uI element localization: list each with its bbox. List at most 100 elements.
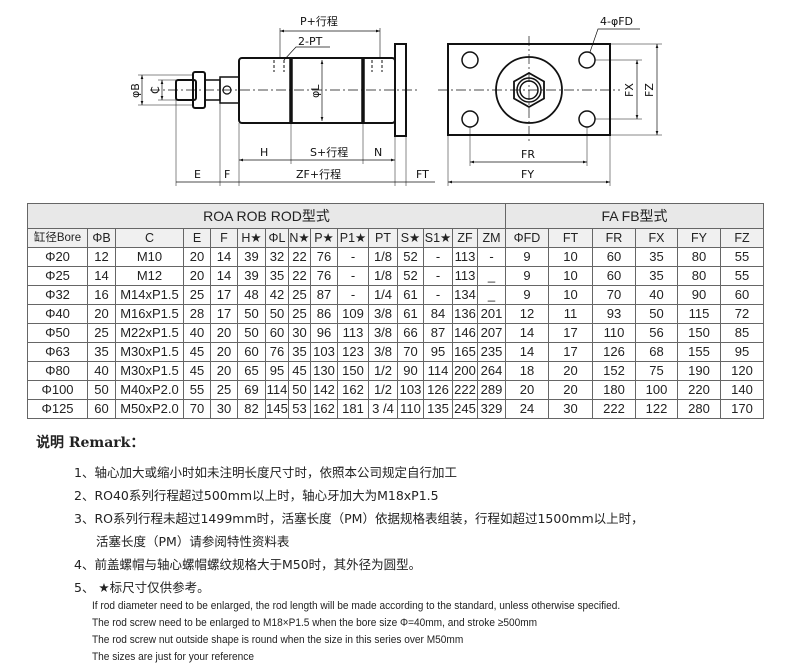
column-header: FT <box>548 228 593 248</box>
column-header: FY <box>677 228 721 248</box>
table-cell: 95 <box>423 342 453 362</box>
label-zf-stroke: ZF+行程 <box>296 168 341 181</box>
column-header: P★ <box>310 228 338 248</box>
table-cell: 220 <box>677 380 721 400</box>
table-cell: M12 <box>115 266 184 286</box>
table-cell: 75 <box>635 361 678 381</box>
remark-cn-3-continued: 活塞长度（PM）请参阅特性资料表 <box>96 534 290 549</box>
table-cell: 12 <box>87 247 116 267</box>
table-cell: 113 <box>452 247 478 267</box>
table-cell: 60 <box>87 399 116 419</box>
table-cell: 103 <box>310 342 338 362</box>
table-cell: 115 <box>677 304 721 324</box>
table-cell: 190 <box>677 361 721 381</box>
table-cell: 45 <box>288 361 311 381</box>
table-cell: 76 <box>310 266 338 286</box>
label-fz: FZ <box>643 83 656 97</box>
remark-cn-3: 3、RO系列行程未超过1499mm时，活塞长度（PM）依据规格表组装，行程如超过… <box>74 511 644 526</box>
remark-en-1: If rod diameter need to be enlarged, the… <box>92 600 621 612</box>
table-cell: 66 <box>397 323 424 343</box>
table-cell: 109 <box>337 304 369 324</box>
column-header: PT <box>368 228 398 248</box>
table-cell: 68 <box>635 342 678 362</box>
label-f: F <box>224 168 230 181</box>
table-cell: 113 <box>452 266 478 286</box>
table-cell: 9 <box>505 285 549 305</box>
table-cell: 20 <box>210 361 238 381</box>
table-cell: Φ20 <box>27 247 88 267</box>
table-cell: - <box>423 266 453 286</box>
table-cell: 50 <box>87 380 116 400</box>
table-cell: 10 <box>548 266 593 286</box>
table-cell: 1/8 <box>368 247 398 267</box>
column-header: FR <box>592 228 636 248</box>
table-cell: 165 <box>452 342 478 362</box>
label-4-phi-fd: 4-φFD <box>600 15 633 28</box>
table-cell: 3/8 <box>368 342 398 362</box>
table-cell: 30 <box>210 399 238 419</box>
table-cell: 103 <box>397 380 424 400</box>
remark-cn-1: 1、轴心加大或缩小时如未注明长度尺寸时，依照本公司规定自行加工 <box>74 465 457 480</box>
table-cell: 142 <box>310 380 338 400</box>
table-cell: 20 <box>548 380 593 400</box>
table-cell: _ <box>477 266 506 286</box>
table-cell: 95 <box>720 342 764 362</box>
table-cell: 122 <box>635 399 678 419</box>
remark-cn-5: 5、 ★标尺寸仅供参考。 <box>74 580 210 595</box>
group-header-rod: ROA ROB ROD型式 <box>27 203 506 229</box>
table-cell: Φ125 <box>27 399 88 419</box>
table-cell: 35 <box>87 342 116 362</box>
table-cell: 87 <box>310 285 338 305</box>
table-cell: 14 <box>210 247 238 267</box>
table-cell: 55 <box>183 380 211 400</box>
table-cell: 1/2 <box>368 361 398 381</box>
table-cell: M50xP2.0 <box>115 399 184 419</box>
table-cell: 48 <box>237 285 266 305</box>
table-cell: 53 <box>288 399 311 419</box>
table-cell: 114 <box>265 380 289 400</box>
table-cell: 40 <box>87 361 116 381</box>
table-cell: 245 <box>452 399 478 419</box>
column-header: C <box>115 228 184 248</box>
table-cell: M14xP1.5 <box>115 285 184 305</box>
table-cell: 42 <box>265 285 289 305</box>
table-cell: 200 <box>452 361 478 381</box>
table-cell: 56 <box>635 323 678 343</box>
table-cell: - <box>337 285 369 305</box>
column-header: S1★ <box>423 228 453 248</box>
table-cell: 222 <box>592 399 636 419</box>
table-cell: 120 <box>720 361 764 381</box>
table-cell: 96 <box>310 323 338 343</box>
table-cell: 17 <box>548 342 593 362</box>
table-cell: 146 <box>452 323 478 343</box>
table-cell: M40xP2.0 <box>115 380 184 400</box>
table-cell: 35 <box>635 266 678 286</box>
table-cell: - <box>337 247 369 267</box>
table-cell: 123 <box>337 342 369 362</box>
table-cell: 35 <box>265 266 289 286</box>
table-cell: M30xP1.5 <box>115 342 184 362</box>
table-cell: 181 <box>337 399 369 419</box>
column-header: 缸径Bore <box>27 228 88 248</box>
table-cell: 14 <box>87 266 116 286</box>
table-cell: 235 <box>477 342 506 362</box>
label-fx: FX <box>623 83 636 97</box>
table-cell: 84 <box>423 304 453 324</box>
table-cell: 14 <box>505 323 549 343</box>
table-cell: 85 <box>720 323 764 343</box>
column-header: S★ <box>397 228 424 248</box>
table-cell: Φ50 <box>27 323 88 343</box>
column-header: ZM <box>477 228 506 248</box>
table-cell: 76 <box>265 342 289 362</box>
remarks-title: 说明 Remark： <box>36 435 145 451</box>
front-view-labels: 4-φFD FX FZ FR FY <box>521 15 656 181</box>
table-cell: 50 <box>237 304 266 324</box>
table-cell: 180 <box>592 380 636 400</box>
column-header: ZF <box>452 228 478 248</box>
table-cell: 70 <box>397 342 424 362</box>
